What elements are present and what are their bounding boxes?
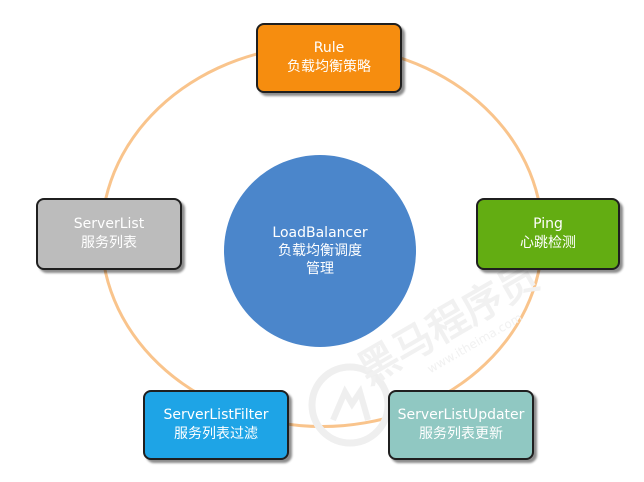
server-list-filter-node: ServerListFilter 服务列表过滤 <box>143 390 289 460</box>
load-balancer-line3: 管理 <box>306 261 334 277</box>
ping-subtitle: 心跳检测 <box>520 235 576 251</box>
rule-node: Rule 负载均衡策略 <box>256 23 402 93</box>
load-balancer-line2: 负载均衡调度 <box>278 243 362 259</box>
server-list-filter-subtitle: 服务列表过滤 <box>174 426 258 442</box>
server-list-updater-subtitle: 服务列表更新 <box>419 426 503 442</box>
load-balancer-node: LoadBalancer 负载均衡调度 管理 <box>224 155 416 347</box>
server-list-updater-title: ServerListUpdater <box>397 407 525 423</box>
server-list-updater-node: ServerListUpdater 服务列表更新 <box>388 390 534 460</box>
rule-subtitle: 负载均衡策略 <box>287 59 371 75</box>
server-list-subtitle: 服务列表 <box>81 235 137 251</box>
ping-node: Ping 心跳检测 <box>476 198 620 270</box>
load-balancer-title: LoadBalancer <box>272 225 368 241</box>
ping-title: Ping <box>533 216 563 232</box>
server-list-filter-title: ServerListFilter <box>163 407 269 423</box>
server-list-node: ServerList 服务列表 <box>36 198 182 270</box>
server-list-title: ServerList <box>73 216 145 232</box>
rule-title: Rule <box>313 40 345 56</box>
